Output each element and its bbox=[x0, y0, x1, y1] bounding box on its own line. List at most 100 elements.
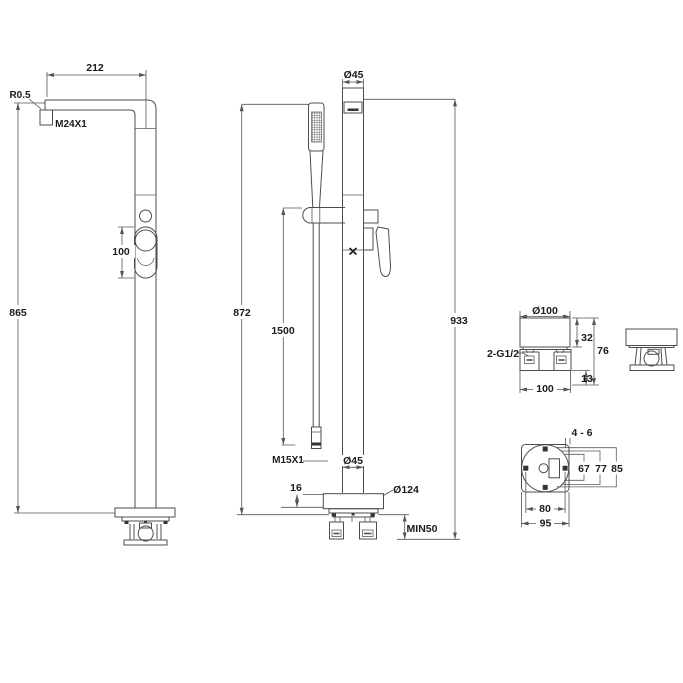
base-underplate bbox=[328, 508, 379, 514]
dim-label: R0.5 bbox=[9, 90, 31, 101]
dim-label: 95 bbox=[540, 518, 552, 530]
valve-body bbox=[363, 209, 379, 224]
dim-label: 77 bbox=[595, 463, 607, 475]
handle-lower-arc bbox=[137, 257, 155, 266]
front-view: 212 865 R0.5 M24X1 100 bbox=[6, 62, 176, 546]
dim-label: MIN50 bbox=[407, 523, 438, 535]
dim-label: Ø45 bbox=[344, 69, 364, 81]
shower-hose bbox=[312, 223, 320, 427]
base-cap bbox=[625, 328, 678, 346]
screw bbox=[351, 513, 355, 516]
dim-label: M15X1 bbox=[272, 455, 304, 466]
column-joints bbox=[342, 194, 364, 251]
base-underplate bbox=[121, 516, 170, 522]
dim-inlet-offset: 13 bbox=[572, 370, 593, 385]
dim-label: 67 bbox=[578, 463, 590, 475]
screw bbox=[562, 465, 568, 471]
mount-bracket bbox=[634, 347, 668, 366]
mount-plate bbox=[629, 364, 675, 371]
inlet-tabs bbox=[525, 349, 565, 354]
inlet-right bbox=[359, 521, 377, 540]
dim-flange-thickness: 16 bbox=[281, 482, 324, 508]
spout-window bbox=[343, 101, 363, 114]
screw bbox=[523, 465, 529, 471]
lever-neck bbox=[363, 227, 374, 251]
base-cap bbox=[519, 317, 571, 348]
inlet-left-tag bbox=[524, 355, 535, 364]
dim-label: 1500 bbox=[271, 325, 295, 337]
screw bbox=[331, 513, 336, 517]
dim-body-height: 76 bbox=[572, 318, 609, 386]
dim-label: 100 bbox=[112, 246, 130, 258]
shower-holder bbox=[302, 207, 345, 224]
dim-label: 80 bbox=[539, 503, 551, 515]
screw bbox=[542, 446, 548, 452]
base-top-view: 67 77 85 4 - 6 80 95 bbox=[521, 427, 625, 530]
supply-pipe-section bbox=[137, 525, 154, 542]
dim-label: 32 bbox=[581, 332, 593, 344]
handle-outline bbox=[134, 226, 158, 279]
dim-label: 16 bbox=[290, 482, 302, 494]
dim-label: 872 bbox=[233, 307, 251, 319]
dim-label: 13 bbox=[581, 373, 593, 385]
center-hole bbox=[538, 463, 549, 474]
dim-label: Ø100 bbox=[532, 305, 558, 317]
mount-nut bbox=[139, 522, 152, 529]
dim-inlet-threads: 2-G1/2 bbox=[487, 348, 529, 360]
dim-hose-length: 1500 bbox=[268, 207, 302, 446]
column bbox=[342, 87, 364, 493]
inlet-bores bbox=[522, 351, 571, 371]
screw bbox=[370, 513, 375, 517]
inlet-left-tag bbox=[331, 529, 342, 537]
screw bbox=[124, 521, 129, 524]
spout-slot bbox=[347, 108, 359, 111]
holder-detail bbox=[311, 207, 321, 223]
handshower-wand bbox=[309, 150, 324, 208]
dim-column-dia-top: Ø45 bbox=[342, 69, 364, 88]
dim-label: 100 bbox=[536, 383, 554, 395]
aerator bbox=[39, 109, 53, 126]
hose-nut-band bbox=[311, 442, 321, 446]
base-flange bbox=[322, 493, 384, 510]
dim-label: 212 bbox=[86, 62, 104, 74]
dim-body-width: 100 bbox=[519, 370, 571, 395]
dim-handle-length: 100 bbox=[108, 226, 135, 279]
dim-spout-height: 865 bbox=[6, 102, 115, 514]
dim-label: 2-G1/2 bbox=[487, 348, 519, 360]
handshower-head bbox=[308, 102, 325, 152]
screw bbox=[542, 484, 548, 490]
handshower-spray-face bbox=[311, 111, 322, 143]
inlet-stems bbox=[334, 517, 371, 522]
dim-shower-height: 872 bbox=[229, 103, 329, 516]
dim-label: 4 - 6 bbox=[571, 427, 592, 439]
dim-plate-width: 95 bbox=[521, 492, 570, 530]
side-view: Ø45 933 872 1500 M15X1 bbox=[229, 69, 472, 540]
dim-deck-thickness: 4 - 6 bbox=[565, 427, 593, 448]
dim-spans: 67 77 85 bbox=[576, 461, 625, 475]
screw bbox=[163, 521, 168, 524]
inlet-right-tag bbox=[556, 355, 567, 364]
dim-body-dia: Ø100 bbox=[519, 305, 571, 319]
diverter-button bbox=[139, 209, 152, 223]
screw bbox=[144, 521, 147, 523]
handle-knob bbox=[134, 229, 157, 252]
base-joint bbox=[628, 345, 675, 348]
spout-outer-edge bbox=[45, 99, 157, 508]
dim-spout-radius: R0.5 bbox=[9, 90, 42, 110]
base-flange bbox=[114, 507, 176, 518]
base-body bbox=[519, 349, 572, 371]
inlet-left bbox=[329, 521, 344, 540]
base-circle bbox=[521, 444, 570, 493]
dim-min-clearance: MIN50 bbox=[378, 514, 438, 540]
inlet-right-tag bbox=[362, 529, 374, 537]
aerator-thread-label: M24X1 bbox=[55, 119, 87, 130]
center-slot bbox=[548, 458, 560, 479]
mount-plate bbox=[123, 539, 168, 546]
dim-label: 76 bbox=[597, 345, 609, 357]
dim-spout-reach: 212 bbox=[46, 62, 147, 100]
dim-column-dia-bottom: Ø45 bbox=[342, 455, 364, 470]
base-side-view: Ø100 2-G1/2 32 76 13 100 bbox=[487, 305, 609, 395]
hose-connector bbox=[311, 426, 322, 449]
supply-pipe-section bbox=[643, 350, 660, 367]
